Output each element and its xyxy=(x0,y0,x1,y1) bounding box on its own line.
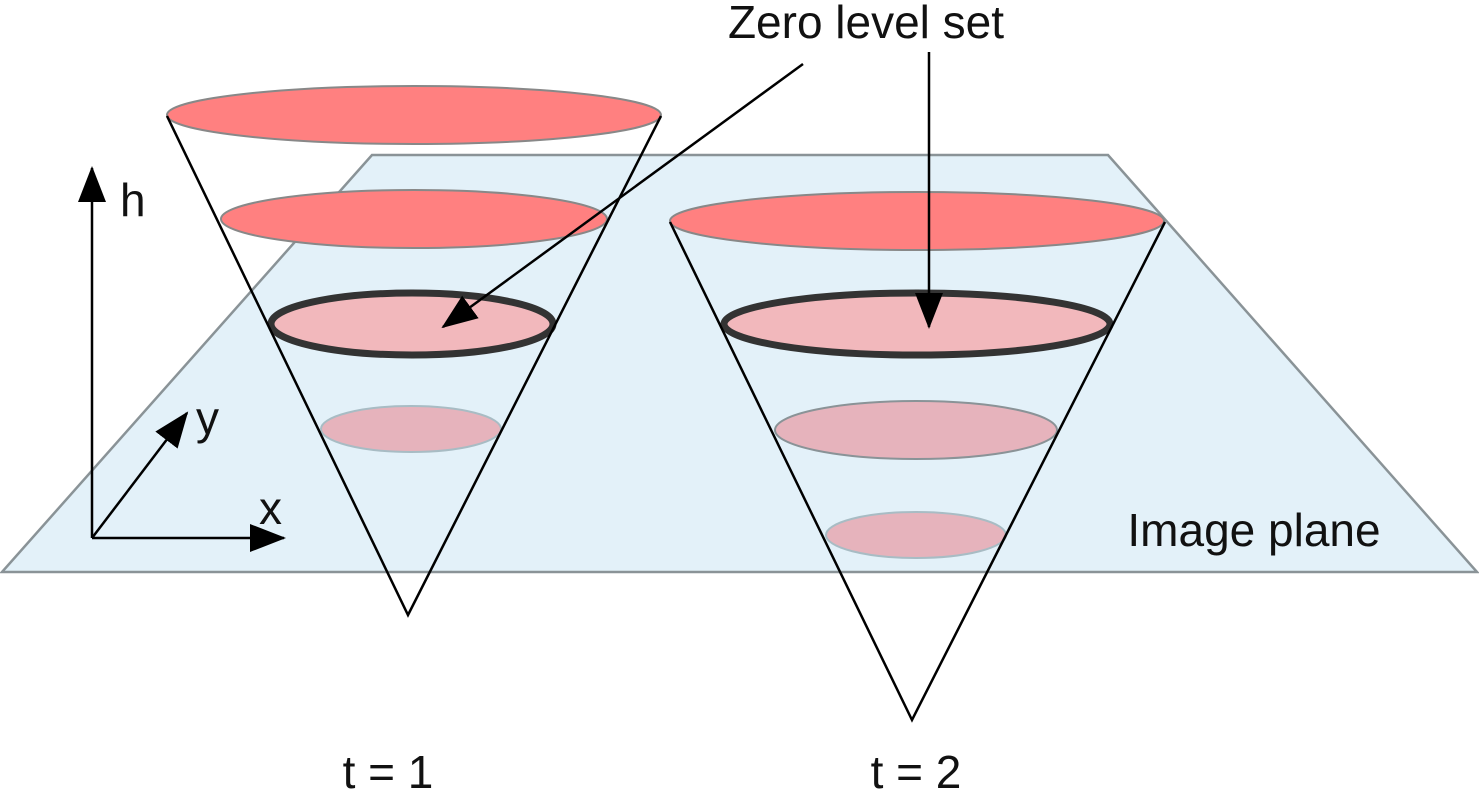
zero-level-set-label: Zero level set xyxy=(728,0,1004,48)
x-axis-label: x xyxy=(259,482,282,534)
level-ellipse-t1-below xyxy=(320,405,502,453)
zero-level-arrow-t1 xyxy=(441,62,804,329)
h-axis-label: h xyxy=(120,174,146,226)
zero-level-ellipse-t1 xyxy=(267,289,557,359)
y-axis-label: y xyxy=(196,392,219,444)
cone-t1 xyxy=(165,85,663,618)
axes xyxy=(78,166,286,552)
level-ellipse-t1-top xyxy=(166,85,662,145)
image-plane-label: Image plane xyxy=(1127,504,1380,556)
level-ellipse-t1-upper xyxy=(220,189,608,249)
y-axis xyxy=(91,411,189,539)
cone-t2 xyxy=(668,191,1167,723)
t2-label: t = 2 xyxy=(871,746,962,789)
level-ellipse-t2-bottom xyxy=(825,511,1007,559)
t1-label: t = 1 xyxy=(343,746,434,789)
cone-t2-outline xyxy=(668,221,1167,723)
level-ellipse-t2-top xyxy=(669,191,1165,251)
cone-t1-outline xyxy=(165,115,663,618)
level-ellipse-t2-below xyxy=(774,400,1058,460)
zero-level-ellipse-t2 xyxy=(720,289,1114,359)
